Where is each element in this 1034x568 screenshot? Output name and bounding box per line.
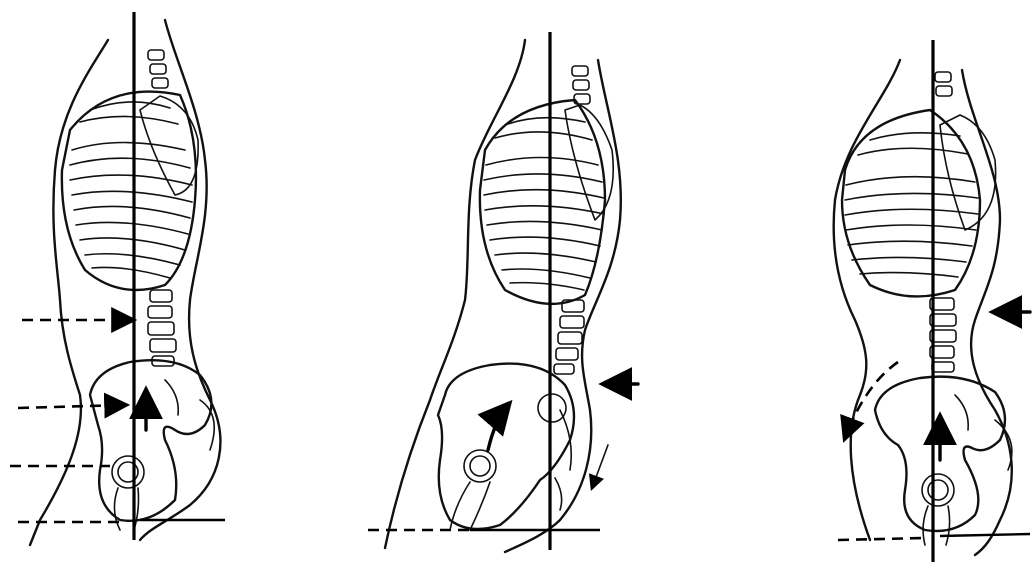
panel-1-body-back-outline <box>30 40 108 545</box>
panel-1-pelvis <box>90 360 214 530</box>
panel-1 <box>10 12 225 545</box>
panel-2-pelvis-diagonal-arrow <box>488 405 508 450</box>
panel-2-body-back-outline <box>385 40 525 548</box>
panel-2-ribcage <box>480 100 613 304</box>
panel-3-ribcage <box>842 110 996 296</box>
panel-2-pelvis <box>438 364 574 530</box>
panel-1-ribcage <box>62 92 198 290</box>
panel-2-sacral-down-arrow <box>592 445 608 488</box>
panel-3-baseline-dash <box>838 538 925 540</box>
panel-3 <box>834 40 1030 562</box>
panel-3-pelvis <box>875 377 1012 545</box>
panel-3-body-back-outline <box>834 60 900 540</box>
panel-3-baseline <box>940 534 1030 536</box>
panel-2 <box>368 32 638 552</box>
panel-1-dashed-arrow-2 <box>18 405 125 408</box>
